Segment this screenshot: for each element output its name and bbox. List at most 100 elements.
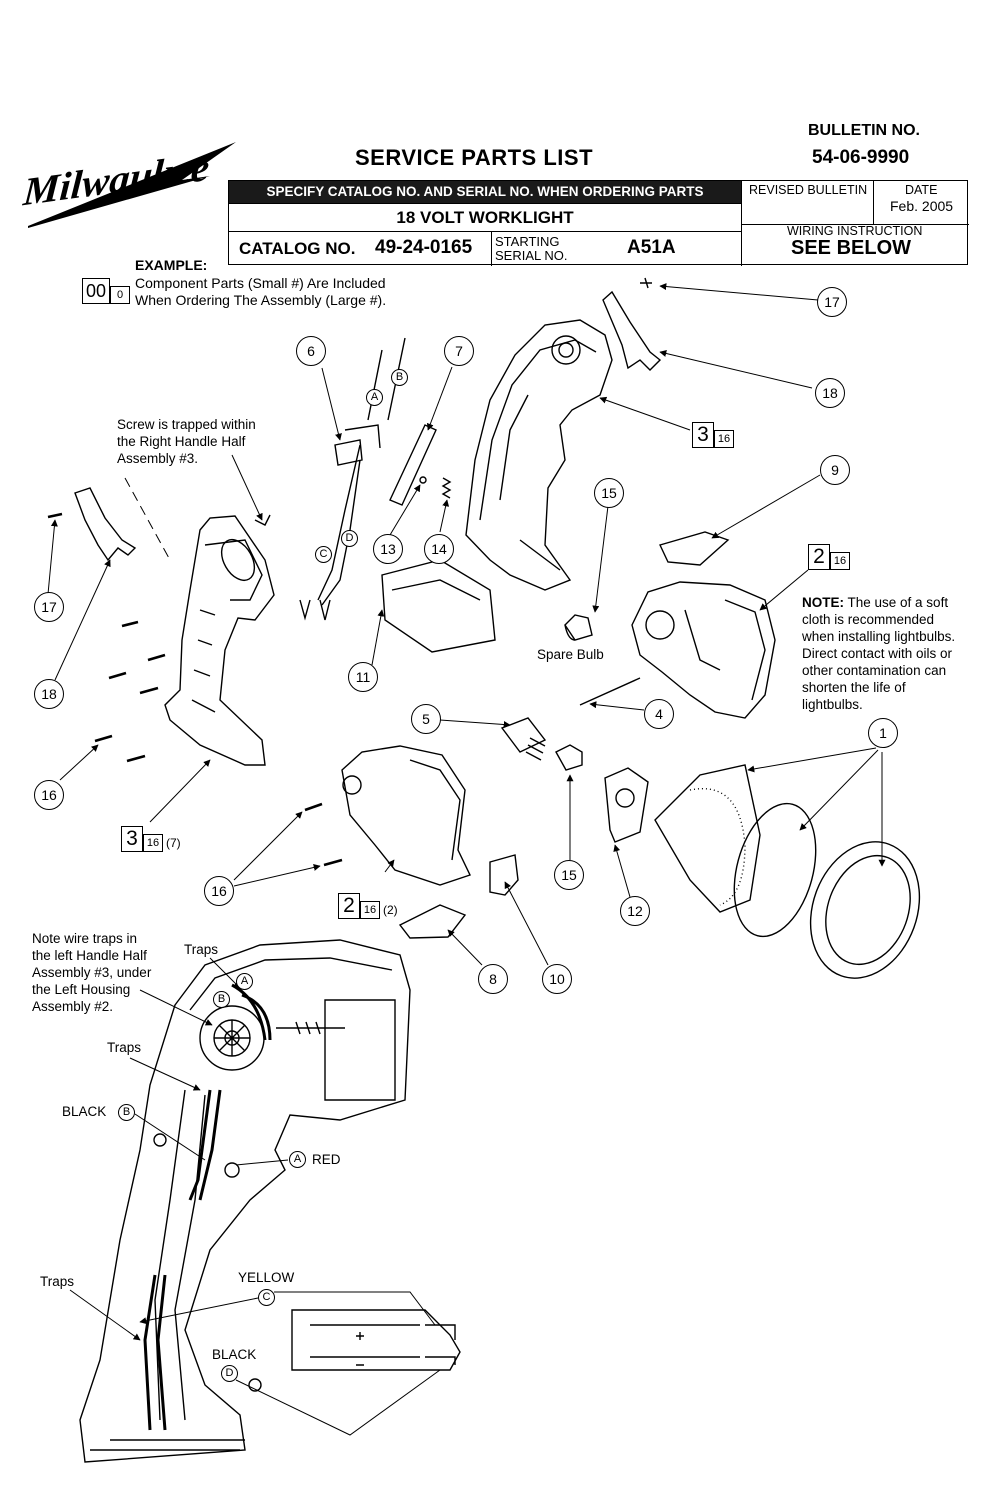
- callout-9: 9: [820, 455, 850, 485]
- bezel-1: [809, 841, 921, 979]
- pcb-7: [389, 424, 437, 506]
- switch-6: [334, 424, 381, 466]
- part-10: [489, 854, 519, 896]
- date-value: Feb. 2005: [890, 198, 954, 214]
- lamp-head-housing-lower: [341, 745, 471, 886]
- callout-17-lower: 17: [34, 592, 64, 622]
- wiring-letter-d: D: [221, 1365, 238, 1382]
- serial-number: A51A: [627, 237, 676, 258]
- screws-16-mid: [304, 802, 343, 867]
- bulletin-label: BULLETIN NO.: [808, 122, 920, 139]
- wiring-letter-b-black: B: [118, 1104, 135, 1121]
- bulletin-number: 54-06-9990: [812, 147, 910, 168]
- lightbulb-note: NOTE: The use of a soft cloth is recomme…: [802, 595, 956, 712]
- ball-13: [419, 476, 427, 484]
- wiring-label: WIRING INSTRUCTION: [787, 224, 923, 238]
- wiring-diagram-handle: [79, 939, 411, 1463]
- example-title: EXAMPLE:: [135, 257, 208, 273]
- spare-bulb-label: Spare Bulb: [537, 647, 604, 662]
- revised-label: REVISED BULLETIN: [749, 183, 868, 197]
- wiring-letter-a-red: A: [289, 1151, 306, 1168]
- example-assembly-box: 00 0: [82, 278, 130, 306]
- assembly-3-lower-big: 3: [121, 826, 143, 852]
- traps-label-3: Traps: [40, 1274, 75, 1289]
- assembly-3-upper-small: 16: [714, 430, 734, 448]
- wire-leads-upper: [317, 337, 406, 606]
- callout-15-upper: 15: [594, 478, 624, 508]
- callout-16-lower: 16: [34, 780, 64, 810]
- black-b-label: BLACK: [62, 1104, 107, 1119]
- reflector-1: [654, 764, 761, 913]
- yellow-c-label: YELLOW: [238, 1270, 295, 1285]
- callout-7: 7: [444, 336, 474, 366]
- page-title: SERVICE PARTS LIST: [355, 145, 594, 170]
- assembly-2-upper-big: 2: [808, 544, 830, 570]
- film-8: [398, 904, 467, 939]
- wiring-letter-a: A: [236, 973, 253, 990]
- contact-block-11: [381, 559, 496, 653]
- assembly-3-lower-small: 16: [143, 834, 163, 852]
- callout-17-upper: 17: [817, 287, 847, 317]
- spring-14: [441, 477, 452, 499]
- callout-5: 5: [411, 704, 441, 734]
- callout-12: 12: [620, 896, 650, 926]
- wire-terminals-upper: [299, 599, 331, 621]
- pin-4: [579, 677, 641, 706]
- right-handle-half-upper: [465, 319, 613, 591]
- example-big-number: 00: [82, 278, 110, 304]
- battery-terminal-block: [291, 1309, 461, 1371]
- wire-letter-d-upper: D: [341, 530, 358, 547]
- traps-label-1: Traps: [184, 942, 219, 957]
- plate-12: [604, 767, 649, 843]
- clip-18-lower: [74, 487, 137, 562]
- wires: [143, 983, 272, 1431]
- leader-lines: [47, 283, 886, 1436]
- assembly-2-lower-small: 16: [360, 901, 380, 919]
- callout-10: 10: [542, 964, 572, 994]
- wiring-letter-c: C: [258, 1289, 275, 1306]
- callout-15-lower: 15: [554, 860, 584, 890]
- screws-16-lower: [47, 512, 166, 763]
- right-handle-half-lower: [164, 514, 275, 766]
- callout-14: 14: [424, 534, 454, 564]
- callout-13: 13: [373, 534, 403, 564]
- callout-18-lower: 18: [34, 679, 64, 709]
- assembly-3-lower-qty: (7): [166, 836, 181, 850]
- serial-label-1: STARTING: [495, 234, 560, 249]
- specify-note: SPECIFY CATALOG NO. AND SERIAL NO. WHEN …: [229, 181, 741, 203]
- lens-1: [733, 802, 817, 938]
- assembly-2-lower-qty: (2): [383, 903, 398, 917]
- example-line-2: When Ordering The Assembly (Large #).: [135, 292, 387, 308]
- example-line-1: Component Parts (Small #) Are Included: [135, 275, 386, 291]
- spring-5: [525, 737, 546, 761]
- assembly-2-lower-big: 2: [338, 893, 360, 919]
- header-table: SPECIFY CATALOG NO. AND SERIAL NO. WHEN …: [228, 180, 969, 266]
- wiring-value: SEE BELOW: [791, 237, 912, 259]
- red-a-label: RED: [312, 1152, 341, 1167]
- clip-18-upper: [602, 290, 662, 371]
- catalog-row: CATALOG NO. 49-24-0165 STARTING SERIAL N…: [229, 231, 741, 266]
- date-label: DATE: [905, 183, 938, 197]
- wiring-letter-b: B: [213, 991, 230, 1008]
- wire-letter-b-upper: B: [391, 369, 408, 386]
- spring-holder-5: [500, 717, 547, 753]
- callout-11: 11: [348, 662, 378, 692]
- screw-17-upper: [640, 277, 652, 289]
- product-name: 18 VOLT WORKLIGHT: [229, 203, 741, 231]
- assembly-3-upper-big: 3: [692, 422, 714, 448]
- callout-6: 6: [296, 336, 326, 366]
- milwaukee-logo: Milwaukee: [22, 142, 236, 228]
- bulb-15-lower: [555, 744, 583, 771]
- wire-letter-a-upper: A: [366, 389, 383, 406]
- traps-label-2: Traps: [107, 1040, 142, 1055]
- lamp-head-housing-upper: [631, 581, 776, 719]
- black-d-label: BLACK: [212, 1347, 257, 1362]
- callout-4: 4: [644, 699, 674, 729]
- film-9: [659, 531, 730, 566]
- serial-label-2: SERIAL NO.: [495, 248, 568, 263]
- example-small-number: 0: [110, 286, 130, 304]
- wire-letter-c-upper: C: [315, 546, 332, 563]
